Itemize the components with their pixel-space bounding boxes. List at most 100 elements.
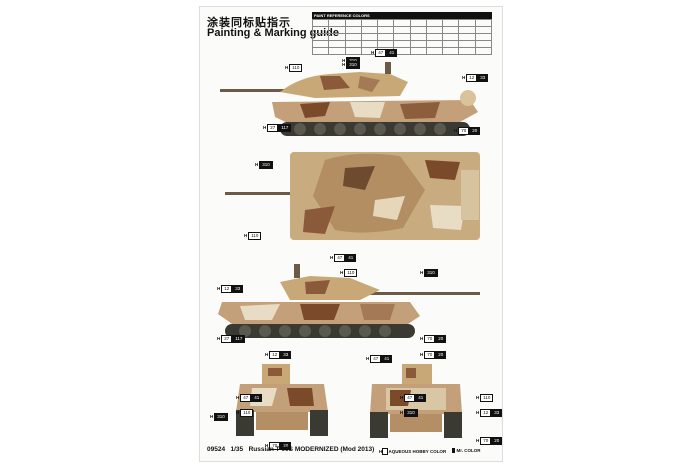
callout-mr-color-number: 117 [232, 335, 246, 343]
callout-prefix: H [420, 352, 424, 357]
callout-prefix: H [210, 414, 214, 419]
paint-reference-cell [410, 27, 427, 34]
callout-hobby-color-number: 47 [375, 49, 387, 57]
callout-mr-color-number: 310 [259, 161, 273, 169]
paint-reference-cell [410, 48, 427, 55]
callout-prefix: H [366, 356, 370, 361]
callout-hobby-color-number: 110 [480, 394, 494, 402]
callout-hobby-color-number: 12 [466, 74, 478, 82]
paint-reference-table: PAINT REFERENCE COLORS [312, 12, 492, 55]
paint-reference-cell [361, 20, 379, 27]
callout-prefix: H [265, 352, 269, 357]
callout-prefix: H [265, 443, 269, 448]
legend-mr-swatch [452, 448, 456, 453]
callout-prefix: H [244, 233, 248, 238]
callout-mr-color-number: 20 [280, 442, 292, 450]
page-title-chinese: 涂装同标贴指示 [207, 17, 291, 29]
callout-prefix: H [476, 438, 480, 443]
callout-prefix: H [236, 395, 240, 400]
legend-aqueous-label: AQUEOUS HOBBY COLOR [388, 449, 447, 454]
paint-reference-cell [459, 34, 476, 41]
paint-reference-cell [394, 34, 411, 41]
paint-reference-header: PAINT REFERENCE COLORS [312, 12, 492, 19]
callout-mr-color-number: 41 [386, 49, 398, 57]
paint-reference-cell [361, 34, 379, 41]
callout-prefix: H [476, 395, 480, 400]
callout-hobby-color-number: 70 [480, 437, 492, 445]
paint-reference-cell [329, 34, 346, 41]
callout-mr-color-number: 20 [435, 335, 447, 343]
paint-reference-cell [443, 20, 460, 27]
callout-prefix: H [236, 410, 240, 415]
callout-hobby-color-number: 27 [221, 335, 233, 343]
paint-reference-cell [410, 20, 427, 27]
paint-reference-cell [426, 41, 444, 48]
callout-mr-color-number: 33 [477, 74, 489, 82]
tank-side-view-right [218, 264, 480, 338]
kit-code: 09524 [207, 446, 226, 453]
callout-hobby-color-number: 12 [221, 285, 233, 293]
callout-mr-color-number: 33 [280, 351, 292, 359]
paint-reference-cell [459, 27, 476, 34]
callout-mr-color-number: 41 [345, 254, 357, 262]
callout-prefix: H [217, 286, 221, 291]
callout-mr-color-number: 310 [424, 269, 438, 277]
paint-reference-cell [426, 34, 444, 41]
legend-aqueous: H AQUEOUS HOBBY COLOR [379, 448, 446, 455]
paint-reference-cell [313, 27, 330, 34]
callout-prefix: H [454, 128, 458, 133]
callout-prefix: H [255, 162, 259, 167]
paint-reference-cell [394, 41, 411, 48]
paint-reference-cell [443, 34, 460, 41]
callout-mr-color-number: 20 [435, 351, 447, 359]
callout-prefix: H [285, 65, 289, 70]
paint-reference-cell [426, 48, 444, 55]
paint-reference-cell [313, 34, 330, 41]
paint-reference-cell [329, 27, 346, 34]
paint-reference-cell [394, 48, 411, 55]
paint-reference-cell [426, 20, 444, 27]
callout-mr-color-number: 117 [278, 124, 292, 132]
paint-reference-cell [475, 41, 492, 48]
callout-mr-color-number: 310 [214, 413, 228, 421]
callout-hobby-color-number: 12 [480, 409, 492, 417]
paint-reference-cell [313, 41, 330, 48]
kit-footer: 09524 1/35 Russian T-90S MODERNIZED (Mod… [207, 446, 374, 453]
paint-reference-cell [345, 48, 362, 55]
paint-reference-cell [378, 20, 395, 27]
paint-reference-cell [394, 27, 411, 34]
paint-reference-cell [394, 20, 411, 27]
callout-hobby-color-number: 12 [269, 351, 281, 359]
callout-mr-color-number: 33 [491, 409, 503, 417]
callout-hobby-color-number: 70 [424, 351, 436, 359]
paint-reference-cell [345, 20, 362, 27]
callout-hobby-color-number: 110 [289, 64, 303, 72]
paint-reference-cell [475, 20, 492, 27]
legend-aqueous-swatch [382, 448, 388, 455]
callout-prefix: H [400, 395, 404, 400]
callout-prefix: H [263, 125, 267, 130]
paint-reference-cell [443, 41, 460, 48]
callout-mr-color-number: 20 [469, 127, 481, 135]
paint-reference-cell [443, 48, 460, 55]
callout-hobby-color-number: 70 [424, 335, 436, 343]
callout-hobby-color-number: 47 [404, 394, 416, 402]
paint-reference-cell [345, 34, 362, 41]
paint-reference-cell [313, 48, 330, 55]
paint-reference-cell [329, 41, 346, 48]
paint-reference-cell [361, 41, 379, 48]
kit-name: Russian T-90S MODERNIZED (Mod 2013) [248, 446, 375, 453]
callout-mr-color-number: 310 [404, 409, 418, 417]
callout-prefix: H [217, 336, 221, 341]
